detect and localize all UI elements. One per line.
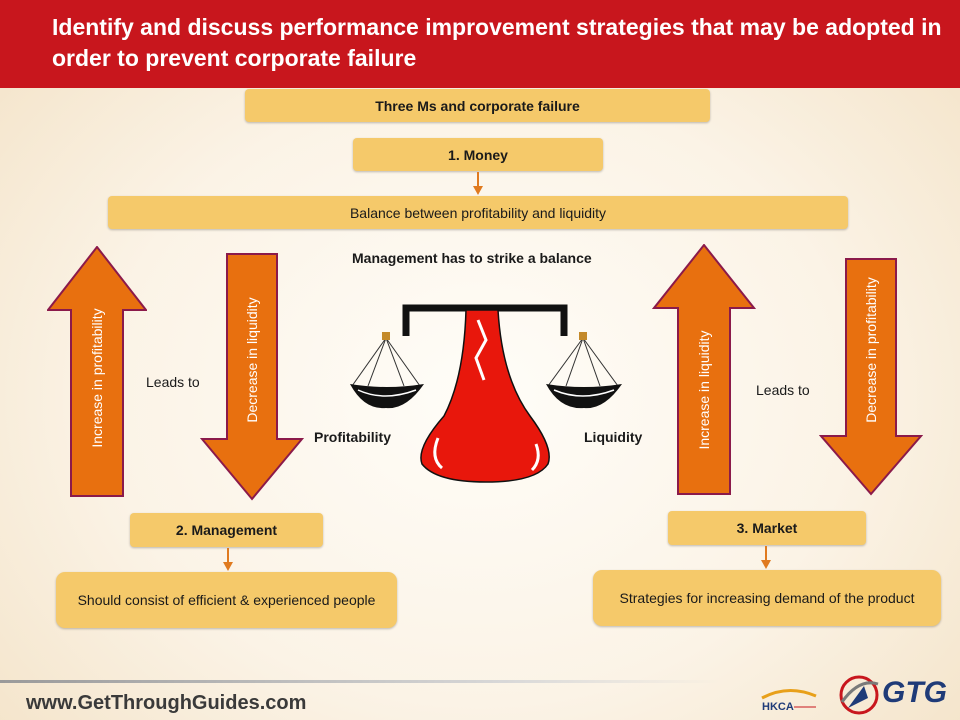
decrease-profitability-arrow-icon <box>819 258 923 496</box>
gtg-logo-icon <box>839 675 879 715</box>
header-bar: Identify and discuss performance improve… <box>0 0 960 88</box>
decrease-liquidity-label: Decrease in liquidity <box>244 297 260 423</box>
money-down-arrow-icon <box>473 172 483 195</box>
right-leads-to-label: Leads to <box>756 382 810 398</box>
management-down-arrow-icon <box>223 548 233 571</box>
footer-website-link[interactable]: www.GetThroughGuides.com <box>26 692 307 714</box>
decrease-liquidity-arrow-icon <box>200 253 304 501</box>
three-ms-title-box: Three Ms and corporate failure <box>245 89 710 122</box>
page-title: Identify and discuss performance improve… <box>52 14 942 71</box>
market-box: 3. Market <box>668 511 866 545</box>
decrease-profitability-label: Decrease in profitability <box>863 277 879 423</box>
hkca-logo-icon: HKCA <box>761 689 817 713</box>
left-leads-to-label: Leads to <box>146 374 200 390</box>
increase-liquidity-arrow-icon <box>652 244 756 495</box>
market-down-arrow-icon <box>761 546 771 569</box>
profitability-pan-label: Profitability <box>314 429 392 445</box>
footer-divider <box>0 680 720 683</box>
market-detail-box: Strategies for increasing demand of the … <box>593 570 941 626</box>
increase-profitability-label: Increase in profitability <box>89 308 105 448</box>
balance-note: Management has to strike a balance <box>352 250 592 266</box>
management-detail-box: Should consist of efficient & experience… <box>56 572 397 628</box>
money-detail-box: Balance between profitability and liquid… <box>108 196 848 229</box>
money-box: 1. Money <box>353 138 603 171</box>
management-box: 2. Management <box>130 513 323 547</box>
increase-profitability-arrow-icon <box>47 246 147 497</box>
liquidity-pan-label: Liquidity <box>584 429 643 445</box>
gtg-logo-text: GTG <box>882 676 947 709</box>
increase-liquidity-label: Increase in liquidity <box>696 330 712 450</box>
balance-scale-icon <box>350 304 622 483</box>
svg-text:HKCA: HKCA <box>762 701 794 713</box>
